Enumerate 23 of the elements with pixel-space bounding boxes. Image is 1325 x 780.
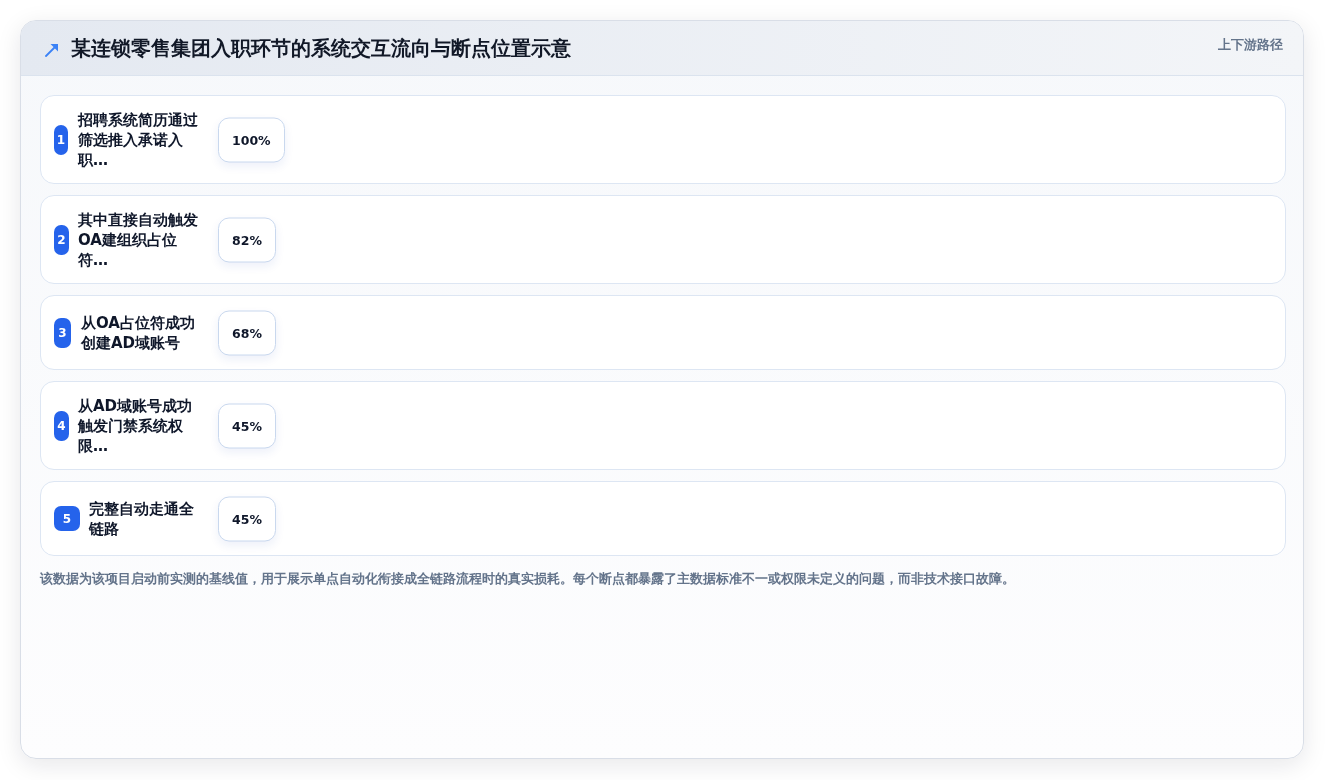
- step-card: [40, 95, 1286, 184]
- percentage-value: 82%: [218, 217, 276, 262]
- step-card: [40, 195, 1286, 284]
- step-card: [40, 295, 1286, 370]
- step-label: 完整自动走通全链路: [89, 498, 195, 539]
- step-label: 从OA占位符成功创建AD域账号: [81, 312, 196, 353]
- header-note: 上下游路径: [1218, 37, 1283, 53]
- step-number-badge: 1: [54, 125, 68, 155]
- percentage-value: 45%: [218, 496, 276, 541]
- step-card: [40, 481, 1286, 556]
- step-label: 招聘系统简历通过筛选推入承诺入职…: [78, 109, 199, 170]
- step-number-badge: 2: [54, 225, 69, 255]
- footnote: 该数据为该项目启动前实测的基线值，用于展示单点自动化衔接成全链路流程时的真实损耗。每个断点都暴露了主数据标准不一或权限未定义的问题，而非技术接口故障。: [40, 570, 1015, 588]
- step-label: 从AD域账号成功触发门禁系统权限…: [78, 395, 194, 456]
- percentage-value: 45%: [218, 403, 276, 448]
- percentage-value: 100%: [218, 117, 285, 162]
- step-number-badge: 5: [54, 506, 80, 531]
- step-number-badge: 3: [54, 318, 71, 348]
- percentage-value: 68%: [218, 310, 276, 355]
- step-label: 其中直接自动触发OA建组织占位符…: [78, 209, 199, 270]
- step-number-badge: 4: [54, 411, 69, 441]
- step-card: [40, 381, 1286, 470]
- title: 某连锁零售集团入职环节的系统交互流向与断点位置示意: [71, 37, 571, 61]
